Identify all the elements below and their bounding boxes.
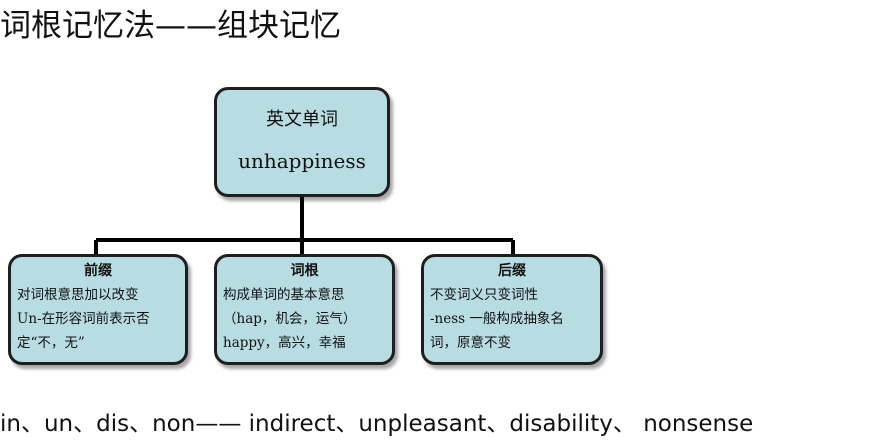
diagram-title: 词根记忆法——组块记忆: [0, 8, 341, 44]
prefix-line: 对词根意思加以改变: [17, 287, 139, 303]
root-word-line: happy，高兴，幸福: [223, 335, 346, 351]
root-word-node: 词根 构成单词的基本意思 （hap，机会，运气） happy，高兴，幸福: [214, 254, 395, 365]
root-word-line: （hap，机会，运气）: [223, 311, 357, 327]
examples-text: in、un、dis、non—— indirect、unpleasant、disa…: [0, 411, 754, 437]
prefix-line: 定“不，无”: [17, 335, 85, 351]
root-node: 英文单词 unhappiness: [214, 87, 390, 197]
root-word: unhappiness: [238, 149, 366, 173]
suffix-line: 词，原意不变: [430, 335, 511, 351]
root-word-heading: 词根: [290, 263, 319, 279]
suffix-line: 不变词义只变词性: [430, 287, 538, 303]
prefix-node: 前缀 对词根意思加以改变 Un-在形容词前表示否 定“不，无”: [8, 254, 188, 365]
prefix-heading: 前缀: [84, 263, 112, 279]
root-word-line: 构成单词的基本意思: [223, 287, 345, 303]
suffix-heading: 后缀: [498, 263, 526, 279]
suffix-node: 后缀 不变词义只变词性 -ness 一般构成抽象名 词，原意不变: [421, 254, 603, 365]
suffix-line: -ness 一般构成抽象名: [430, 311, 564, 327]
prefix-line: Un-在形容词前表示否: [17, 311, 150, 327]
root-label: 英文单词: [266, 109, 338, 130]
